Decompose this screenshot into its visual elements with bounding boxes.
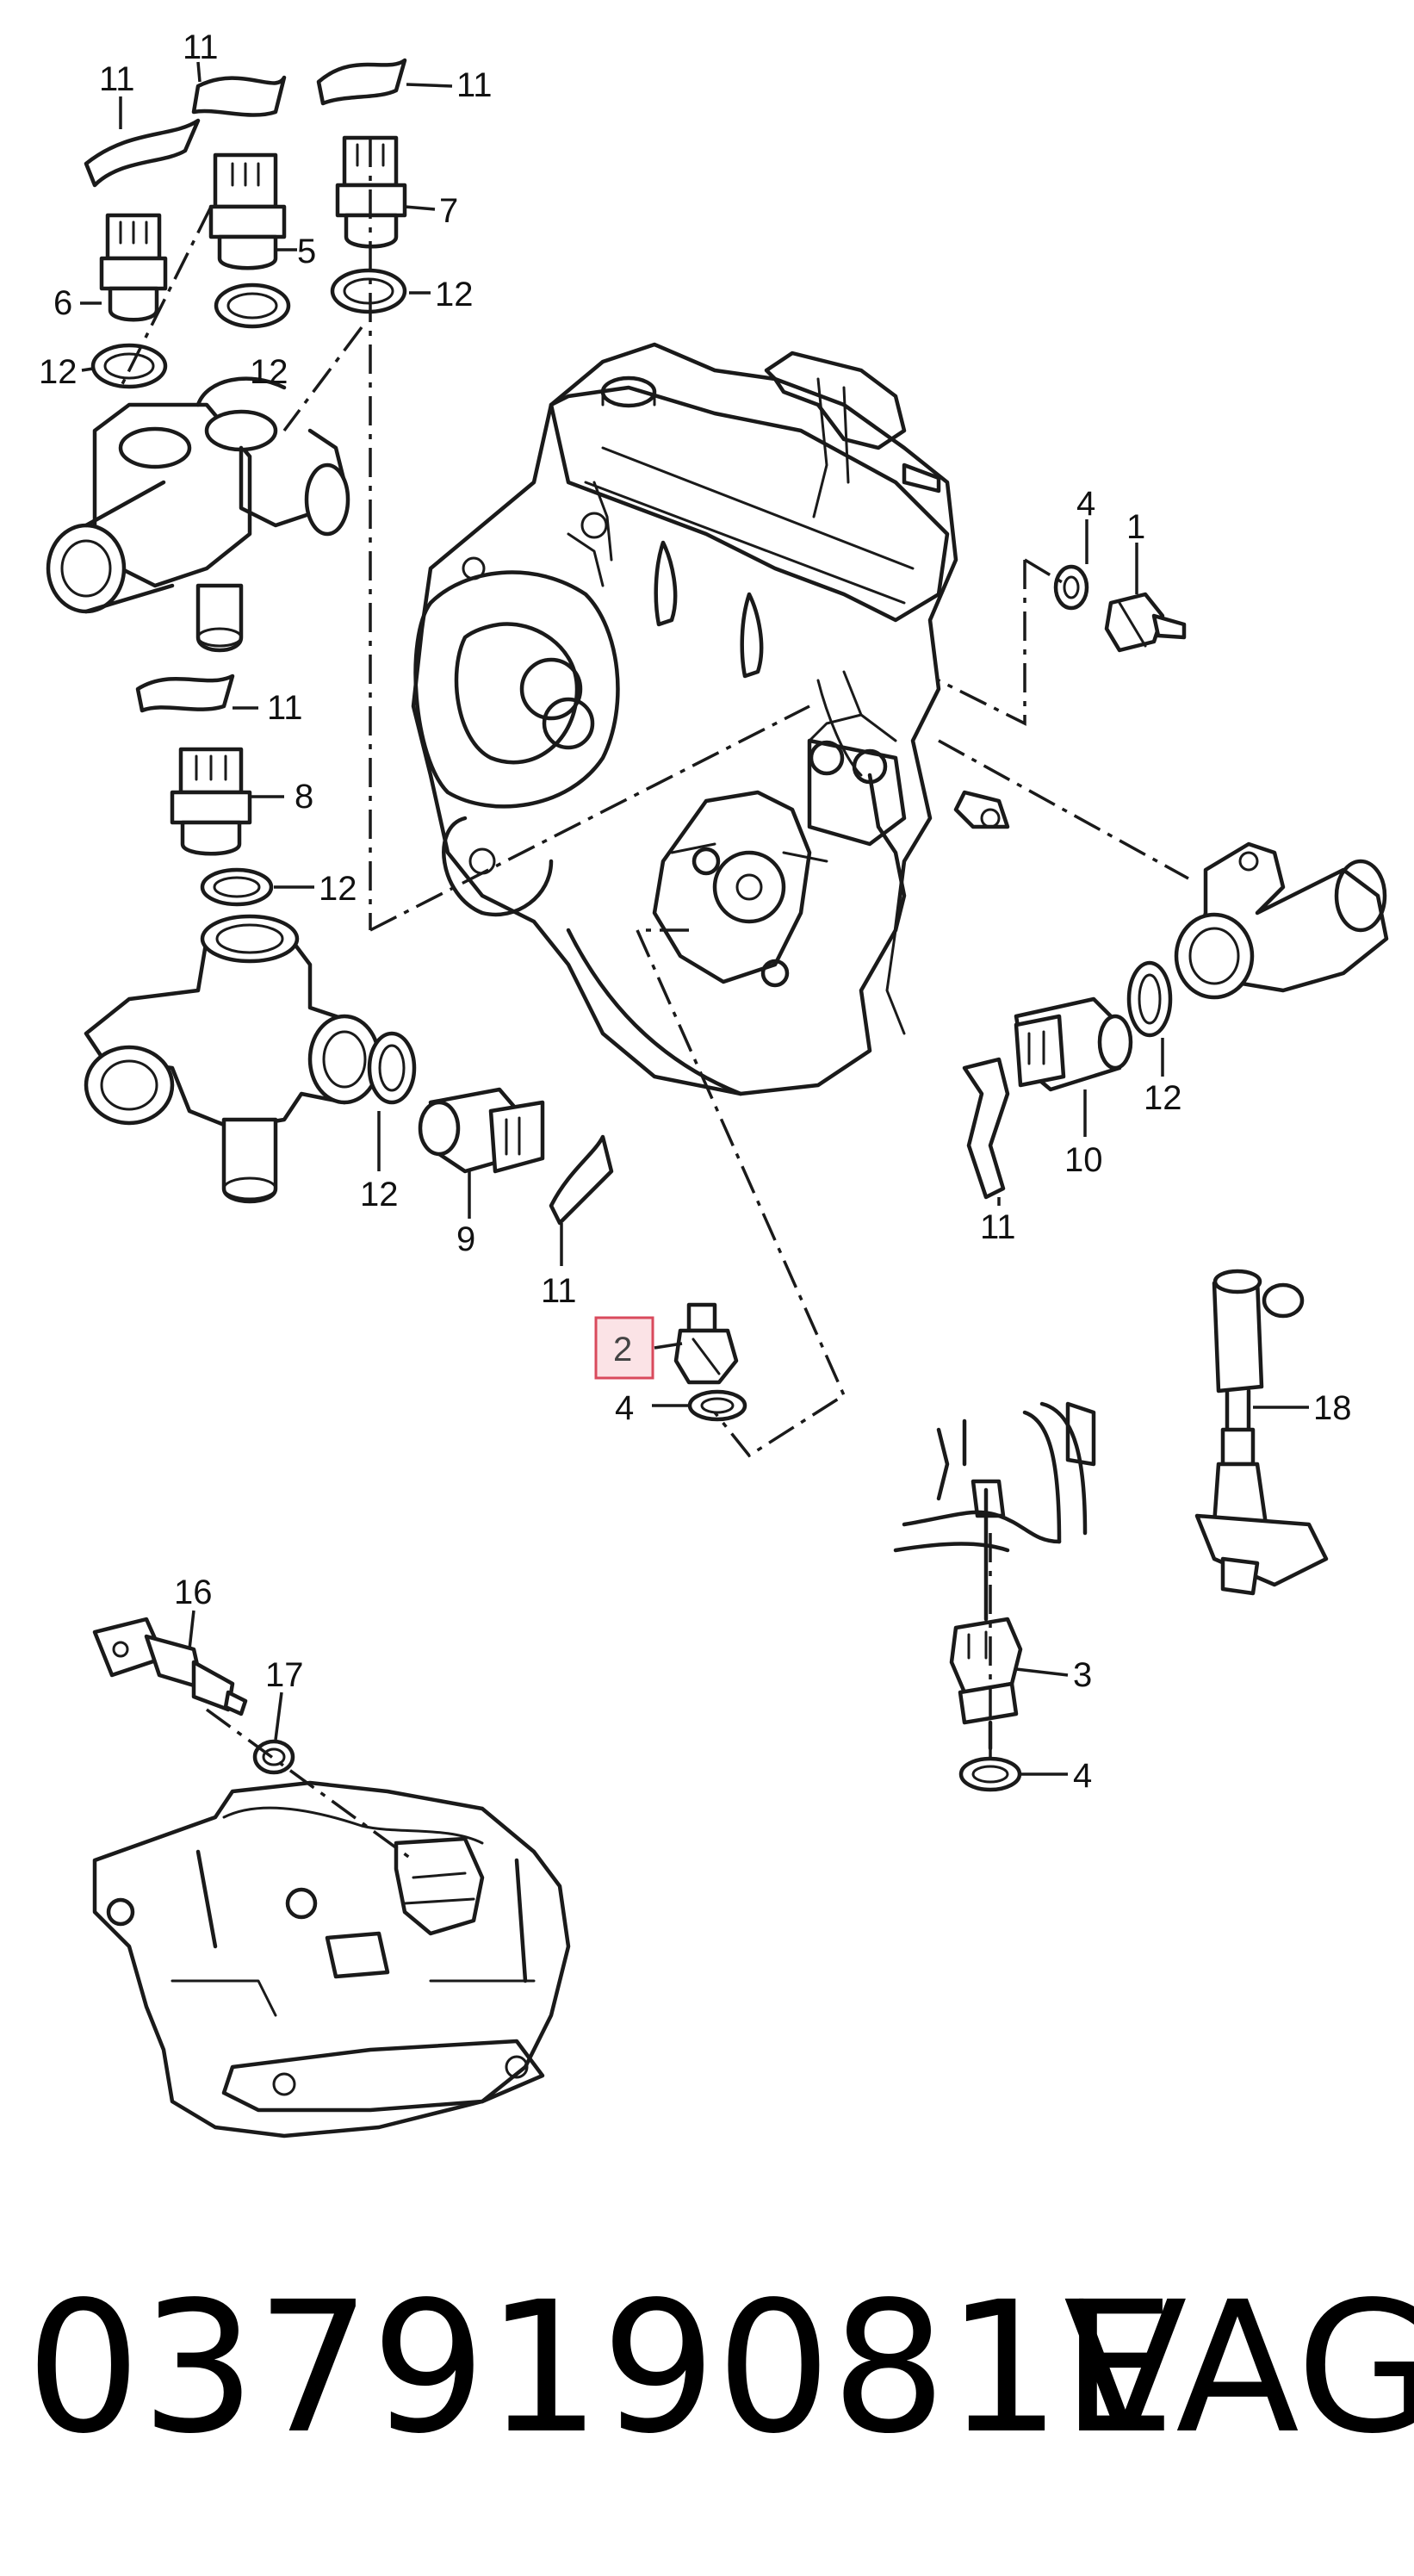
coolant-temp-sensor-16 (92, 1617, 248, 1716)
callout-2[interactable]: 2 (613, 1331, 632, 1369)
callout-12[interactable]: 12 (39, 353, 78, 391)
callout-17[interactable]: 17 (265, 1656, 304, 1694)
parts-diagram: 11 11 11 5 6 7 12 12 12 11 8 12 12 9 11 … (39, 28, 1389, 2138)
callouts: 11 11 11 5 6 7 12 12 12 11 8 12 12 9 11 … (39, 28, 1352, 1795)
callout-3[interactable]: 3 (1073, 1656, 1092, 1694)
temperature-sender-6 (99, 213, 168, 322)
oil-pressure-switch-1 (1104, 592, 1187, 653)
callout-12[interactable]: 12 (1144, 1079, 1182, 1117)
thermostat-housing-upper (46, 376, 350, 653)
speed-sensor-18 (1194, 1269, 1329, 1596)
callout-9[interactable]: 9 (456, 1220, 475, 1258)
temperature-sender-7 (335, 135, 407, 249)
callout-18[interactable]: 18 (1313, 1389, 1352, 1427)
temperature-sender-10 (1014, 996, 1133, 1092)
callout-11[interactable]: 11 (183, 28, 219, 66)
callout-1[interactable]: 1 (1126, 508, 1145, 546)
callout-10[interactable]: 10 (1064, 1141, 1103, 1179)
thermostat-housing-lower (84, 914, 381, 1204)
callout-16[interactable]: 16 (174, 1574, 213, 1611)
callout-5[interactable]: 5 (297, 233, 316, 270)
engine-block (411, 342, 1010, 1096)
callout-11[interactable]: 11 (980, 1208, 1016, 1246)
part-number: 037919081E (26, 2263, 1176, 2474)
callout-2-highlight (594, 1316, 654, 1380)
callout-11[interactable]: 11 (99, 60, 135, 98)
callout-4[interactable]: 4 (615, 1389, 634, 1427)
temperature-sender-8 (170, 747, 252, 856)
brand-name: VAG (1064, 2263, 1414, 2474)
pipe-detail-right (893, 1401, 1096, 1553)
callout-4[interactable]: 4 (1076, 485, 1095, 523)
oil-pressure-switch-2 (673, 1302, 739, 1385)
assembly-lines (119, 138, 1189, 1862)
spring-clip-group (84, 58, 1010, 1226)
callout-12[interactable]: 12 (319, 870, 357, 908)
temperature-sender-9 (418, 1087, 545, 1174)
callout-11[interactable]: 11 (541, 1272, 577, 1310)
callout-12[interactable]: 12 (435, 276, 474, 313)
coolant-flange-right (1174, 841, 1389, 1000)
callout-12[interactable]: 12 (360, 1176, 399, 1214)
leader-lines (80, 61, 1309, 1776)
callout-11[interactable]: 11 (267, 689, 303, 727)
seal-rings (90, 268, 1173, 1792)
callout-12[interactable]: 12 (250, 353, 288, 391)
gearbox-housing (92, 1780, 571, 2138)
callout-11[interactable]: 11 (456, 66, 493, 104)
oil-pressure-switch-3 (949, 1487, 1023, 1751)
callout-7[interactable]: 7 (439, 192, 458, 230)
callout-8[interactable]: 8 (295, 778, 313, 816)
temperature-sender-5 (208, 152, 287, 270)
callout-6[interactable]: 6 (53, 284, 72, 322)
callout-4[interactable]: 4 (1073, 1757, 1092, 1795)
